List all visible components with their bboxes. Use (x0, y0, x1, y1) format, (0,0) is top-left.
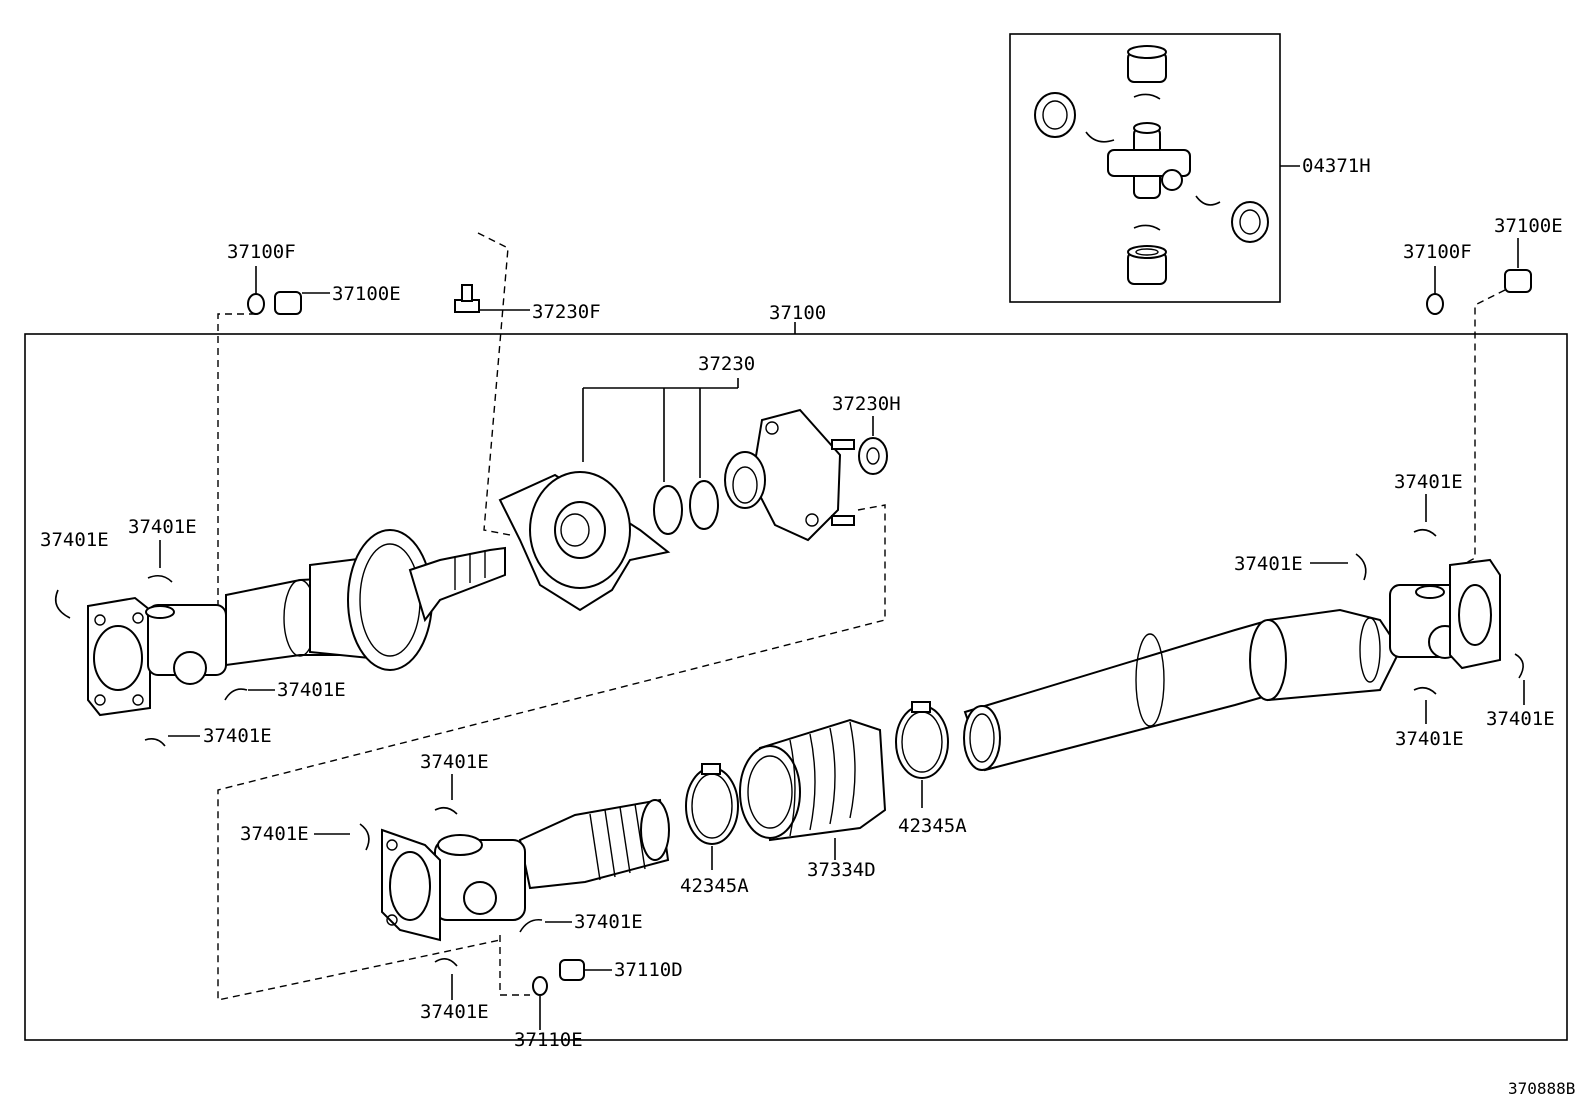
label-center-bearing: 37230 (698, 353, 755, 375)
boot-clamp-right (895, 701, 949, 779)
dash-bolt (477, 232, 511, 536)
nut-left (274, 291, 302, 315)
dash-left-bolt (217, 313, 256, 615)
boot-clamp-left (685, 763, 739, 845)
snap-ring-1 (54, 589, 71, 619)
label-snap-ring-6: 37401E (1234, 553, 1303, 575)
snap-ring-12 (434, 958, 458, 967)
snap-ring-inset-2 (1085, 131, 1115, 143)
front-ujoint (145, 604, 227, 685)
diagram-id: 370888B (1508, 1079, 1575, 1098)
lower-flange-yoke (381, 828, 441, 942)
bearing-cup-top (1127, 45, 1167, 83)
label-assembly: 37100 (769, 302, 826, 324)
snap-ring-5 (1413, 528, 1437, 537)
rear-yoke-tube (1249, 608, 1402, 702)
label-nut-right: 37100E (1494, 215, 1563, 237)
dash-lower-bolt (499, 935, 530, 996)
label-bolt: 37230F (532, 301, 601, 323)
label-snap-ring-1: 37401E (40, 529, 109, 551)
snap-ring-inset-1 (1133, 93, 1161, 100)
label-clamp-right: 42345A (898, 815, 967, 837)
center-bearing (498, 471, 671, 612)
snap-ring-3 (224, 688, 248, 701)
snap-ring-6 (1355, 553, 1367, 581)
label-ujoint-kit: 04371H (1302, 155, 1371, 177)
front-spline-shaft (408, 546, 506, 623)
label-snap-ring-5: 37401E (1394, 471, 1463, 493)
label-flange-nut: 37230H (832, 393, 901, 415)
label-snap-ring-8: 37401E (1395, 728, 1464, 750)
label-snap-ring-7: 37401E (1486, 708, 1555, 730)
label-nut-left: 37100E (332, 283, 401, 305)
lower-ujoint (434, 834, 526, 921)
bearing-cup-right (1231, 201, 1269, 243)
ujoint-kit-frame (1009, 33, 1281, 303)
label-washer-left: 37100F (227, 241, 296, 263)
label-boot: 37334D (807, 859, 876, 881)
label-snap-ring-11: 37401E (574, 911, 643, 933)
companion-flange (724, 408, 855, 542)
label-lower-nut: 37110D (614, 959, 683, 981)
rear-flange-yoke (1449, 558, 1501, 670)
center-bearing-washer-2 (689, 480, 719, 530)
bearing-cup-left (1034, 92, 1076, 138)
washer-left (247, 293, 265, 315)
label-snap-ring-2: 37401E (128, 516, 197, 538)
bracket-37230 (582, 378, 739, 482)
dash-shaft-joint (217, 504, 886, 1001)
washer-right (1426, 293, 1444, 315)
spider-cross (1107, 122, 1191, 199)
snap-ring-7 (1514, 653, 1524, 679)
dash-right-bolt (1459, 289, 1506, 567)
label-snap-ring-12: 37401E (420, 1001, 489, 1023)
bolt (454, 284, 480, 313)
snap-ring-11 (519, 918, 543, 933)
snap-ring-inset-3 (1195, 195, 1221, 206)
label-lower-washer: 37110E (514, 1029, 583, 1051)
lower-washer (532, 976, 548, 996)
front-flange-yoke (87, 596, 151, 717)
label-snap-ring-3: 37401E (277, 679, 346, 701)
nut-right (1504, 269, 1532, 293)
front-slip-yoke (309, 529, 433, 671)
snap-ring-4 (144, 738, 166, 747)
snap-ring-2 (147, 574, 173, 583)
rear-tube (963, 618, 1271, 772)
snap-ring-10 (359, 823, 370, 851)
flange-nut (858, 437, 888, 475)
boot (739, 718, 887, 842)
label-washer-right: 37100F (1403, 241, 1472, 263)
snap-ring-9 (434, 806, 458, 815)
center-bearing-washer-1 (653, 485, 683, 535)
snap-ring-inset-4 (1133, 224, 1161, 231)
label-snap-ring-4: 37401E (203, 725, 272, 747)
snap-ring-8 (1413, 686, 1437, 695)
label-clamp-left: 42345A (680, 875, 749, 897)
assembly-frame (24, 333, 1568, 1041)
label-snap-ring-10: 37401E (240, 823, 309, 845)
bearing-cup-bottom (1127, 245, 1167, 285)
label-snap-ring-9: 37401E (420, 751, 489, 773)
lower-spline-sleeve (518, 798, 670, 890)
lower-nut (559, 959, 585, 981)
